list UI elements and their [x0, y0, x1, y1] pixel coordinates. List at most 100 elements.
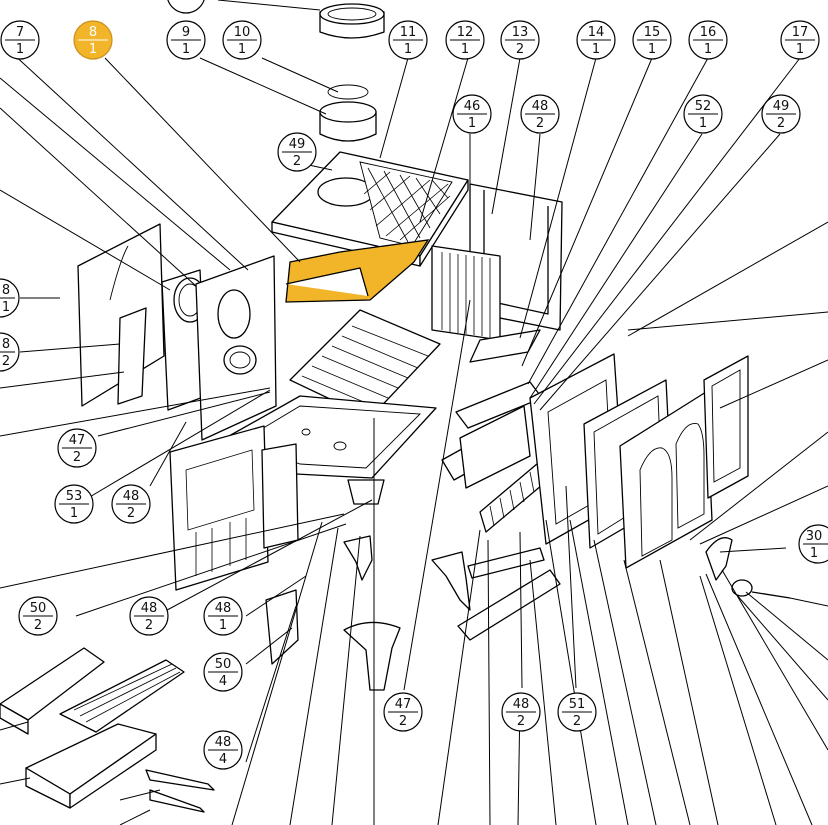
callout-15[interactable]: 15 1 [632, 20, 672, 60]
part-left-side-casting[interactable] [195, 255, 277, 441]
callout-16-id: 16 [700, 25, 717, 40]
callout-51-id: 51 [569, 697, 586, 712]
callout-30-qty: 1 [810, 546, 818, 561]
callout-49-left-qty: 2 [293, 154, 301, 169]
callout-13-id: 13 [512, 25, 529, 40]
callout-12[interactable]: 12 1 [445, 20, 485, 60]
callout-52-id: 52 [695, 99, 712, 114]
callout-52-qty: 1 [699, 116, 707, 131]
callout-49-left-id: 49 [289, 137, 306, 152]
callout-8-highlighted[interactable]: 8 1 [73, 20, 113, 60]
part-side-liner-small[interactable] [117, 307, 147, 405]
part-small-leg[interactable] [265, 589, 299, 665]
callout-53-id: 53 [66, 489, 83, 504]
part-ash-pan[interactable] [0, 647, 105, 735]
callout-11-id: 11 [400, 25, 417, 40]
callout-47-bottom-id: 47 [395, 697, 412, 712]
callout-48-bottom-center-id: 48 [513, 697, 530, 712]
part-front-leg-right[interactable] [431, 551, 471, 611]
callout-53-qty: 1 [70, 506, 78, 521]
callout-8-left-edge-b[interactable]: 8 2 [0, 332, 20, 372]
callout-11-qty: 1 [404, 42, 412, 57]
callout-8-left-edge-a[interactable]: 8 1 [0, 278, 20, 318]
callout-49-right-qty: 2 [777, 116, 785, 131]
callout-48-mid-left[interactable]: 48 2 [111, 484, 151, 524]
callout-51-qty: 2 [573, 714, 581, 729]
callout-46[interactable]: 46 1 [452, 94, 492, 134]
callout-14[interactable]: 14 1 [576, 20, 616, 60]
part-door[interactable] [619, 391, 713, 569]
callout-7[interactable]: 7 1 [0, 20, 40, 60]
part-top-plate[interactable] [271, 151, 469, 267]
callout-48-bottom-id: 48 [215, 735, 232, 750]
callout-12-qty: 1 [461, 42, 469, 57]
part-rear-leg[interactable] [343, 621, 401, 691]
callout-49-right[interactable]: 49 2 [761, 94, 801, 134]
callout-8a-id: 8 [2, 283, 10, 298]
callout-48-bottom-center[interactable]: 48 2 [501, 692, 541, 732]
callout-48-lower-b-id: 48 [215, 601, 232, 616]
part-bracket[interactable] [347, 479, 385, 505]
part-lower-side-panel[interactable] [261, 443, 299, 549]
part-rail-pair[interactable] [457, 547, 561, 641]
callout-46-id: 46 [464, 99, 481, 114]
callout-7-qty: 1 [16, 42, 24, 57]
callout-15-id: 15 [644, 25, 661, 40]
callout-8-qty: 1 [89, 42, 97, 57]
callout-13-qty: 2 [516, 42, 524, 57]
callout-48-bottom-qty: 4 [219, 752, 227, 767]
callout-9-id: 9 [182, 25, 190, 40]
callout-14-id: 14 [588, 25, 605, 40]
part-ash-box[interactable] [25, 723, 157, 809]
callout-52[interactable]: 52 1 [683, 94, 723, 134]
callout-47-left[interactable]: 47 2 [57, 428, 97, 468]
callout-48-lower-b[interactable]: 48 1 [203, 596, 243, 636]
callout-50-left[interactable]: 50 2 [18, 596, 58, 636]
callout-47-left-id: 47 [69, 433, 86, 448]
callout-48-bottom-center-qty: 2 [517, 714, 525, 729]
callout-50-left-id: 50 [30, 601, 47, 616]
callout-bubbles: 7 1 8 1 9 1 10 1 11 1 12 1 [0, 0, 828, 770]
part-flue-collar[interactable] [319, 3, 385, 39]
callout-8-id: 8 [89, 25, 97, 40]
callout-51[interactable]: 51 2 [557, 692, 597, 732]
callout-11[interactable]: 11 1 [388, 20, 428, 60]
callout-50-lower[interactable]: 50 4 [203, 652, 243, 692]
callout-48-top[interactable]: 48 2 [520, 94, 560, 134]
callout-17[interactable]: 17 1 [780, 20, 820, 60]
callout-48-lower-a[interactable]: 48 2 [129, 596, 169, 636]
callout-48-mid-left-qty: 2 [127, 506, 135, 521]
callout-10-id: 10 [234, 25, 251, 40]
part-door-gasket[interactable] [703, 355, 749, 499]
callout-10[interactable]: 10 1 [222, 20, 262, 60]
callout-49-left[interactable]: 49 2 [277, 132, 317, 172]
part-front-grille-plate[interactable] [169, 425, 269, 591]
callout-49-right-id: 49 [773, 99, 790, 114]
part-baffle-plate-highlighted[interactable] [285, 239, 430, 303]
callout-48-lower-b-qty: 1 [219, 618, 227, 633]
callout-48-top-qty: 2 [536, 116, 544, 131]
callout-47-bottom[interactable]: 47 2 [383, 692, 423, 732]
callout-bubble-partial-top [167, 0, 205, 14]
part-spigot[interactable] [319, 84, 377, 142]
part-door-handle[interactable] [705, 537, 791, 599]
callout-13[interactable]: 13 2 [500, 20, 540, 60]
callout-48-bottom[interactable]: 48 4 [203, 730, 243, 770]
callout-48-lower-a-id: 48 [141, 601, 158, 616]
callout-30[interactable]: 30 1 [798, 524, 828, 564]
callout-50-lower-id: 50 [215, 657, 232, 672]
callout-17-id: 17 [792, 25, 809, 40]
callout-46-qty: 1 [468, 116, 476, 131]
callout-47-bottom-qty: 2 [399, 714, 407, 729]
callout-30-id: 30 [806, 529, 823, 544]
callout-50-left-qty: 2 [34, 618, 42, 633]
callout-9[interactable]: 9 1 [166, 20, 206, 60]
callout-9-qty: 1 [182, 42, 190, 57]
callout-8b-id: 8 [2, 337, 10, 352]
callout-53[interactable]: 53 1 [54, 484, 94, 524]
part-ash-tool[interactable] [145, 769, 215, 813]
part-ash-grate[interactable] [59, 659, 185, 733]
callout-16[interactable]: 16 1 [688, 20, 728, 60]
